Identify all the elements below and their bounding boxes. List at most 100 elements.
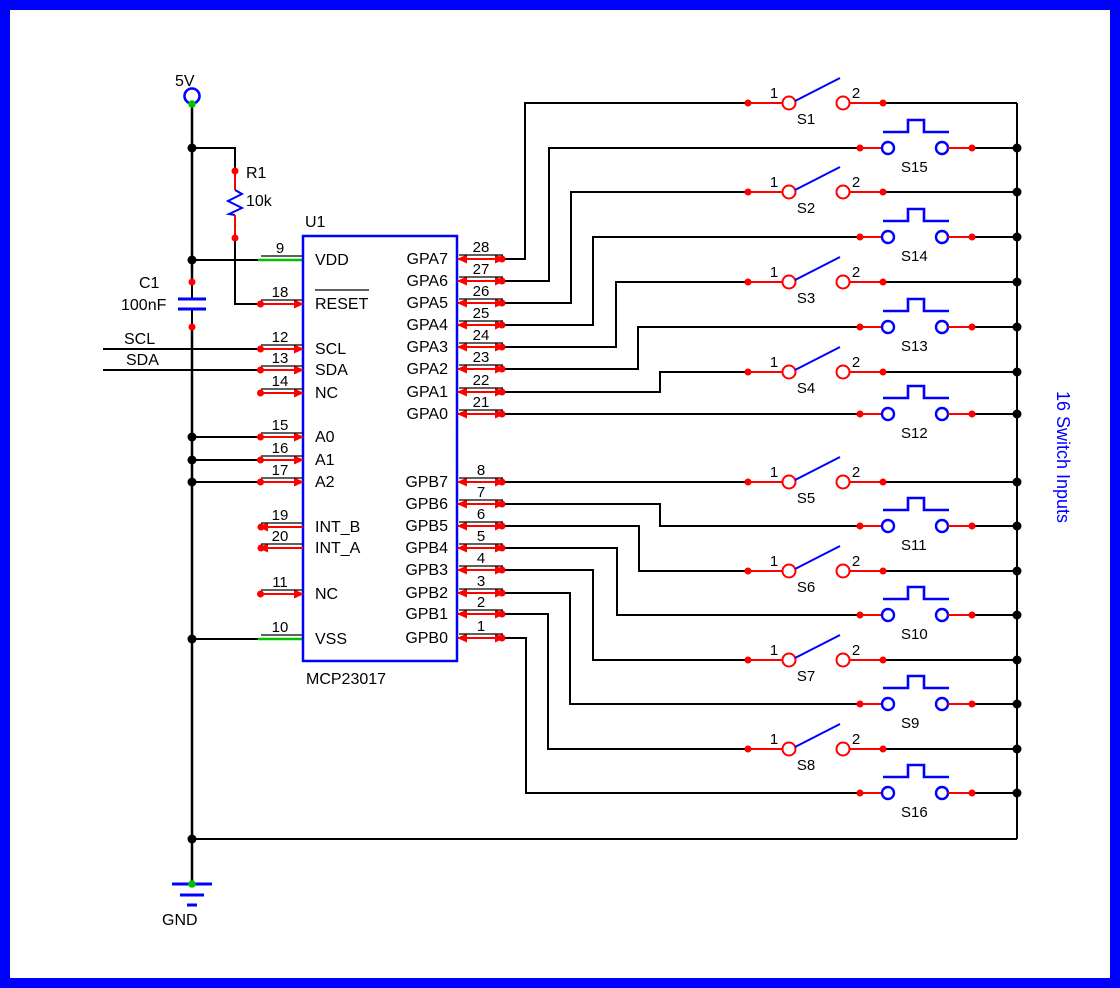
svg-text:VDD: VDD: [315, 252, 349, 269]
wire-gpa5-s2: [505, 191, 748, 304]
svg-text:17: 17: [272, 462, 289, 479]
svg-text:NC: NC: [315, 586, 338, 603]
wires: [103, 102, 1018, 884]
pushbutton-s15: S15: [855, 118, 977, 176]
svg-text:1: 1: [770, 642, 778, 659]
toggle-switch-s2: 1 2 S2: [743, 166, 888, 217]
svg-text:GPA6: GPA6: [407, 273, 449, 290]
pushbutton-icon: [855, 297, 977, 335]
ic-pin-gpb5: 6 GPB5: [405, 506, 507, 535]
svg-text:GPB4: GPB4: [405, 540, 448, 557]
ic-body: [301, 234, 459, 663]
wire-gpb2-s9: [505, 592, 860, 705]
svg-text:2: 2: [852, 354, 860, 371]
toggle-switch-s4: 1 2 S4: [743, 346, 888, 397]
resistor-ref: R1: [246, 165, 267, 182]
svg-text:1: 1: [770, 553, 778, 570]
svg-text:5: 5: [477, 528, 485, 545]
svg-text:S1: S1: [797, 111, 815, 128]
svg-text:S9: S9: [901, 715, 919, 732]
svg-text:INT_A: INT_A: [315, 540, 361, 557]
svg-text:GPB3: GPB3: [405, 562, 448, 579]
ic-pin-gpa1: 22 GPA1: [407, 372, 507, 401]
svg-text:6: 6: [477, 506, 485, 523]
pushbutton-s13: S13: [855, 297, 977, 355]
ic-pin-gpb6: 7 GPB6: [405, 484, 507, 513]
svg-text:NC: NC: [315, 385, 338, 402]
wire-gpb5-s6: [505, 525, 748, 572]
svg-text:GPA1: GPA1: [407, 384, 449, 401]
svg-text:GPB1: GPB1: [405, 606, 448, 623]
net-label-scl: SCL: [124, 331, 155, 348]
svg-text:GPA2: GPA2: [407, 361, 449, 378]
pushbutton-icon: [855, 207, 977, 245]
toggle-switch-s6: 1 2 S6: [743, 545, 888, 596]
pushbutton-s14: S14: [855, 207, 977, 265]
ic-pin-gpb7: 8 GPB7: [405, 462, 507, 491]
svg-text:GPA4: GPA4: [407, 317, 449, 334]
ic-pin-vdd: 9 VDD: [261, 240, 349, 269]
svg-text:2: 2: [852, 642, 860, 659]
svg-text:2: 2: [852, 464, 860, 481]
svg-text:15: 15: [272, 417, 289, 434]
pushbutton-icon: [855, 674, 977, 712]
svg-text:2: 2: [477, 594, 485, 611]
ic-pin-gpb1: 2 GPB1: [405, 594, 507, 623]
toggle-switch-s5: 1 2 S5: [743, 456, 888, 507]
svg-text:2: 2: [852, 264, 860, 281]
wire-gpa4-s14: [505, 236, 860, 326]
svg-text:2: 2: [852, 731, 860, 748]
svg-text:GPB2: GPB2: [405, 585, 448, 602]
svg-text:INT_B: INT_B: [315, 519, 360, 536]
toggle-switch-s8: 1 2 S8: [743, 723, 888, 774]
svg-text:GPA7: GPA7: [407, 251, 449, 268]
svg-text:GPB7: GPB7: [405, 474, 448, 491]
wire-gpa3-s3: [505, 281, 748, 348]
ic-pin-gpb2: 3 GPB2: [405, 573, 507, 602]
pushbutton-icon: [855, 384, 977, 422]
svg-text:RESET: RESET: [315, 296, 369, 313]
pushbutton-icon: [855, 496, 977, 534]
svg-text:1: 1: [770, 464, 778, 481]
ic-pin-gpb0: 1 GPB0: [405, 618, 507, 647]
pushbutton-s12: S12: [855, 384, 977, 442]
pushbutton-icon: [855, 763, 977, 801]
svg-text:9: 9: [276, 240, 284, 257]
toggle-switch-icon: [743, 723, 888, 757]
wire-gpb4-s10: [505, 547, 860, 616]
svg-text:S13: S13: [901, 338, 928, 355]
power-5v-label: 5V: [175, 73, 195, 90]
toggle-switch-icon: [743, 166, 888, 200]
ic-ref: U1: [305, 214, 326, 231]
ic-u1: U1 MCP23017 9 VDD 18 RESET 12 SCL 13 SDA…: [256, 214, 507, 688]
toggle-switch-s1: 1 2 S1: [743, 77, 888, 128]
svg-text:2: 2: [852, 85, 860, 102]
svg-text:GPA5: GPA5: [407, 295, 449, 312]
svg-text:GPB6: GPB6: [405, 496, 448, 513]
ic-pin-gpa6: 27 GPA6: [407, 261, 507, 290]
svg-text:S16: S16: [901, 804, 928, 821]
toggle-switch-icon: [743, 456, 888, 490]
svg-text:21: 21: [473, 394, 490, 411]
svg-text:SCL: SCL: [315, 341, 346, 358]
capacitor-c1: C1 100nF: [121, 275, 206, 331]
svg-text:1: 1: [770, 731, 778, 748]
svg-text:23: 23: [473, 349, 490, 366]
svg-text:11: 11: [272, 574, 288, 591]
svg-text:26: 26: [473, 283, 490, 300]
svg-text:24: 24: [473, 327, 490, 344]
svg-text:GPB5: GPB5: [405, 518, 448, 535]
svg-text:3: 3: [477, 573, 485, 590]
diagram-title: 16 Switch Inputs: [1053, 391, 1073, 523]
svg-text:1: 1: [770, 354, 778, 371]
svg-text:1: 1: [477, 618, 485, 635]
svg-text:S8: S8: [797, 757, 815, 774]
gnd-symbol: GND: [162, 880, 212, 929]
svg-text:A0: A0: [315, 429, 335, 446]
svg-text:VSS: VSS: [315, 631, 347, 648]
toggle-switch-icon: [743, 346, 888, 380]
capacitor-value: 100nF: [121, 297, 167, 314]
svg-text:S3: S3: [797, 290, 815, 307]
pushbutton-icon: [855, 585, 977, 623]
svg-text:16: 16: [272, 440, 289, 457]
